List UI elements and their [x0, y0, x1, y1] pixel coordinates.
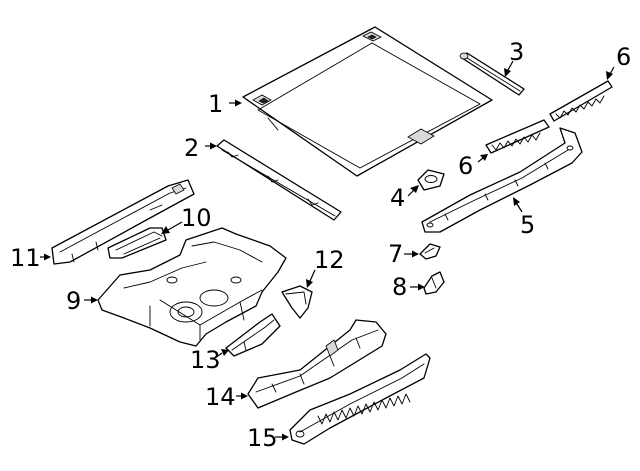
callout-11: 11 [10, 244, 41, 272]
callout-labels: 1 2 3 4 5 6 6 7 8 9 10 11 12 13 14 15 [10, 38, 631, 452]
callout-7: 7 [388, 240, 403, 268]
part-12-bracket [281, 285, 313, 319]
part-6-trim-strip-upper [549, 80, 613, 122]
part-3-support-bar [459, 52, 525, 96]
leader-lines [40, 60, 615, 441]
callout-8: 8 [392, 273, 407, 301]
part-11-side-panel [51, 179, 195, 265]
callout-3: 3 [509, 38, 524, 66]
part-9-floor-pan [97, 227, 287, 347]
callout-2: 2 [184, 134, 199, 162]
part-13-reinforcement [225, 313, 281, 357]
callout-15: 15 [247, 424, 278, 452]
callout-1: 1 [208, 90, 223, 118]
callout-9: 9 [66, 287, 81, 315]
callout-6-lower: 6 [458, 152, 473, 180]
part-7-clip [419, 243, 441, 260]
part-4-bracket [417, 169, 445, 191]
callout-5: 5 [520, 211, 535, 239]
part-1-cargo-floor-panel [242, 26, 493, 177]
part-8-retainer [423, 271, 445, 295]
part-6-trim-strip-lower [485, 119, 550, 154]
part-5-sill-plate [421, 127, 583, 233]
callout-13: 13 [190, 346, 221, 374]
callout-10: 10 [181, 204, 212, 232]
callout-4: 4 [390, 184, 405, 212]
part-2-floor-rail [216, 139, 342, 221]
part-10-insulator [107, 227, 167, 259]
part-15-bumper-beam [289, 353, 431, 445]
callout-6-upper: 6 [616, 43, 631, 71]
callout-14: 14 [205, 383, 236, 411]
part-14-rear-crossmember [247, 319, 387, 409]
callout-12: 12 [314, 246, 345, 274]
